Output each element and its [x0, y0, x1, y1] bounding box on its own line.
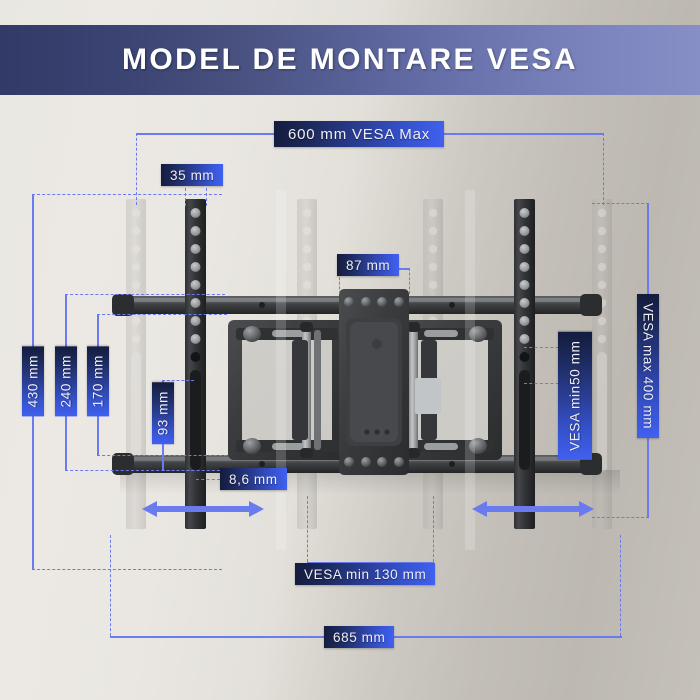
ext-line-35mm-left [185, 178, 186, 206]
label-vesa-min-vertical-line1: VESA min [567, 385, 583, 451]
label-vesa-max-vertical: VESA max 400 mm [637, 294, 659, 439]
label-vesa-min-vertical: VESA min 50 mm [558, 332, 592, 460]
ext-line-93mm-top [162, 380, 194, 381]
ext-line-vesa-max-400-bottom [592, 517, 649, 518]
label-height-93: 93 mm [152, 382, 174, 445]
label-total-width: 685 mm [324, 626, 395, 648]
ext-line-600mm-right [603, 133, 604, 205]
ext-line-170mm-top [97, 314, 227, 315]
ext-line-vesa-min-130-right [433, 496, 434, 562]
ext-line-685mm-right [620, 535, 621, 636]
dim-line-vesa-min-130 [307, 562, 434, 564]
range-arrow-left [142, 501, 264, 517]
ext-line-600mm-left [136, 133, 137, 205]
label-height-430: 430 mm [22, 346, 44, 417]
ext-line-240mm-bottom [65, 470, 225, 471]
range-arrow-right [472, 501, 594, 517]
ext-line-86mm [196, 479, 220, 480]
ext-line-35mm-right [206, 178, 207, 206]
ext-line-430mm-top [32, 194, 222, 195]
ext-line-240mm-top [65, 294, 225, 295]
label-rail-width: 35 mm [161, 164, 224, 186]
ext-line-87mm-right [409, 268, 410, 294]
label-vesa-min-width: VESA min 130 mm [295, 563, 436, 585]
label-plate-width: 87 mm [337, 254, 400, 276]
ext-line-vesa-min-50-bottom [524, 383, 564, 384]
ext-line-vesa-min-50-top [524, 347, 564, 348]
ext-line-87mm-left [339, 268, 340, 294]
label-height-170: 170 mm [87, 346, 109, 417]
page-title: MODEL DE MONTARE VESA [122, 43, 578, 76]
ext-line-93mm-bottom [162, 470, 194, 471]
ext-line-vesa-max-400-top [592, 203, 649, 204]
page-header-banner: MODEL DE MONTARE VESA [0, 25, 700, 95]
label-height-240: 240 mm [55, 346, 77, 417]
ext-line-vesa-min-130-left [307, 496, 308, 562]
label-vesa-min-vertical-line2: 50 mm [567, 341, 583, 386]
label-vesa-max-width: 600 mm VESA Max [274, 121, 445, 147]
ext-line-430mm-bottom [32, 569, 222, 570]
ext-line-685mm-left [110, 535, 111, 636]
label-depth-86: 8,6 mm [220, 468, 287, 490]
